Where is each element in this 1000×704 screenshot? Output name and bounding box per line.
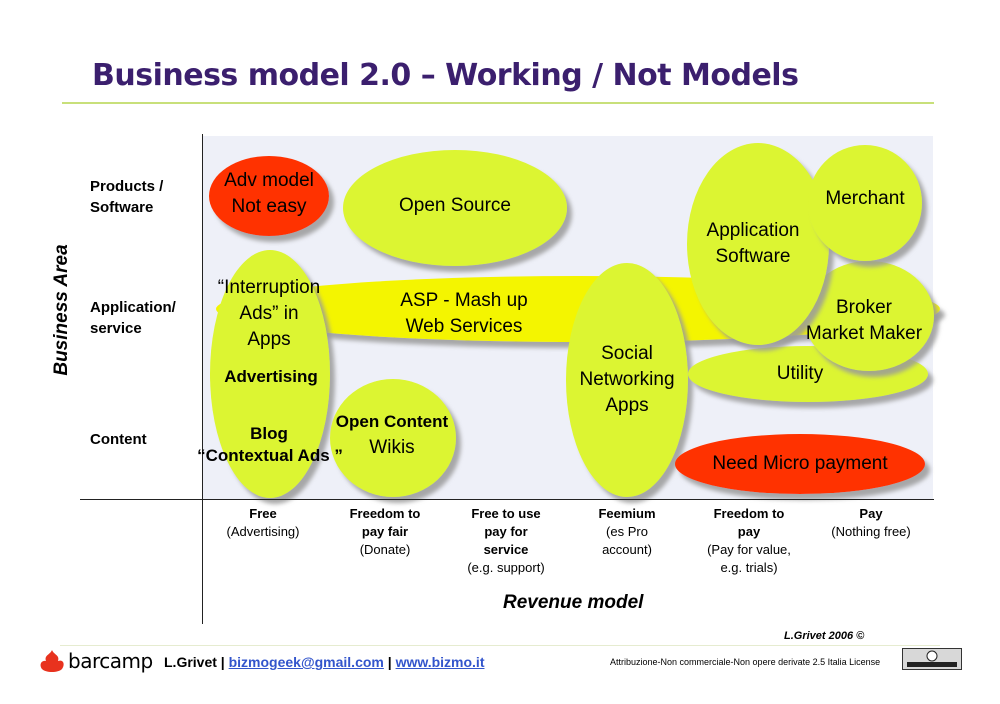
open-content-oval xyxy=(330,379,456,497)
column-label-freedom-to-pay: Freedom to pay (Pay for value, e.g. tria… xyxy=(689,505,809,577)
oval-text-line: Not easy xyxy=(231,196,307,217)
adv-model-oval xyxy=(209,156,329,236)
interruption-ads-label: “Interruption Ads” in Apps xyxy=(218,275,320,353)
barcamp-flame-icon xyxy=(40,650,64,672)
oval-text-line: Networking xyxy=(579,369,675,390)
title-divider xyxy=(62,102,934,104)
column-label-detail: (Nothing free) xyxy=(831,524,911,539)
column-label-bold: Freedom to xyxy=(349,506,421,521)
column-label-free: Free (Advertising) xyxy=(203,505,323,541)
column-label-detail: (Donate) xyxy=(359,542,411,557)
row-label-application: Application/ service xyxy=(90,297,176,339)
column-label-bold: Free to use xyxy=(471,506,541,521)
footer-contact: L.Grivet | bizmogeek@gmail.com | www.biz… xyxy=(164,654,484,670)
social-networking-oval xyxy=(566,263,688,497)
row-label-content: Content xyxy=(90,429,147,450)
oval-text-line: Ads” in xyxy=(239,303,299,324)
column-label-pay-fair: Freedom to pay fair (Donate) xyxy=(325,505,445,559)
license-text: Attribuzione-Non commerciale-Non opere d… xyxy=(610,657,881,667)
application-software-oval xyxy=(687,143,829,345)
row-label-line: service xyxy=(90,320,142,337)
column-label-bold: Feemium xyxy=(598,506,656,521)
row-label-line: Software xyxy=(90,199,154,216)
column-label-detail: (Advertising) xyxy=(226,524,300,539)
column-label-feemium: Feemium (es Pro account) xyxy=(567,505,687,559)
column-label-bold: Pay xyxy=(859,506,883,521)
oval-text-line: ASP - Mash up xyxy=(400,290,528,311)
oval-text-line: Apps xyxy=(247,329,291,350)
oval-text-line: Open Content xyxy=(335,412,449,431)
column-label-detail: (es Pro xyxy=(606,524,648,539)
x-axis-label: Revenue model xyxy=(503,592,644,613)
column-label-detail: account) xyxy=(602,542,652,557)
column-label-bold: service xyxy=(483,542,529,557)
email-link[interactable]: bizmogeek@gmail.com xyxy=(228,654,384,670)
column-label-bold: pay fair xyxy=(361,524,409,539)
x-axis-line xyxy=(80,499,934,500)
column-label-pay: Pay (Nothing free) xyxy=(811,505,931,541)
oval-text-line: Broker xyxy=(836,297,892,318)
merchant-oval xyxy=(808,145,922,261)
advertising-oval xyxy=(210,250,330,498)
barcamp-wordmark: barcamp xyxy=(68,649,153,673)
footer-author: L.Grivet | xyxy=(164,654,225,670)
asp-label: ASP - Mash up Web Services xyxy=(400,288,527,340)
column-label-detail: e.g. trials) xyxy=(720,560,778,575)
column-label-detail: (Pay for value, xyxy=(707,542,791,557)
author-credit: L.Grivet 2006 © xyxy=(784,630,865,642)
adv-model-label: Adv model Not easy xyxy=(224,168,314,220)
oval-text-line: Software xyxy=(715,246,791,267)
open-source-oval xyxy=(343,150,567,266)
application-software-label: Application Software xyxy=(707,218,800,270)
creative-commons-badge-icon[interactable] xyxy=(902,648,962,670)
merchant-label: Merchant xyxy=(825,188,905,209)
social-networking-label: Social Networking Apps xyxy=(579,341,674,419)
oval-text-line: Social xyxy=(601,343,653,364)
footer-divider xyxy=(60,645,940,646)
blog-label: Blog xyxy=(250,424,288,443)
row-label-line: Products / xyxy=(90,178,164,195)
oval-text-line: “Interruption xyxy=(217,277,321,298)
barcamp-logo: barcamp xyxy=(38,648,153,674)
column-label-detail: (e.g. support) xyxy=(467,560,545,575)
row-label-line: Application/ xyxy=(90,299,176,316)
open-source-label: Open Source xyxy=(399,195,511,216)
oval-text-line: Web Services xyxy=(405,316,523,337)
column-label-free-to-use: Free to use pay for service (e.g. suppor… xyxy=(446,505,566,577)
column-label-bold: Freedom to xyxy=(713,506,785,521)
utility-label: Utility xyxy=(776,363,824,384)
micro-payment-oval xyxy=(675,434,925,494)
advertising-label: Advertising xyxy=(224,367,318,386)
row-label-products: Products / Software xyxy=(90,176,163,218)
oval-text-line: Wikis xyxy=(369,437,415,458)
broker-oval xyxy=(804,261,934,371)
footer-separator: | xyxy=(387,654,392,670)
column-label-bold: pay xyxy=(737,524,761,539)
cc-logo-icon xyxy=(903,649,961,669)
y-axis-label: Business Area xyxy=(51,244,72,376)
micro-payment-label: Need Micro payment xyxy=(712,453,888,474)
broker-label: Broker Market Maker xyxy=(806,295,922,347)
oval-text-line: Application xyxy=(706,220,800,241)
oval-text-line: Apps xyxy=(605,395,649,416)
column-label-bold: Free xyxy=(249,506,277,521)
oval-text-line: Adv model xyxy=(224,170,314,191)
open-content-label: Open Content Wikis xyxy=(336,409,448,461)
row-label-line: Content xyxy=(90,431,147,448)
page-title: Business model 2.0 – Working / Not Model… xyxy=(92,58,799,93)
contextual-ads-label: “Contextual Ads ” xyxy=(197,446,343,465)
website-link[interactable]: www.bizmo.it xyxy=(395,654,485,670)
column-label-bold: pay for xyxy=(484,524,528,539)
y-axis-line xyxy=(202,134,203,624)
oval-text-line: Market Maker xyxy=(805,323,923,344)
